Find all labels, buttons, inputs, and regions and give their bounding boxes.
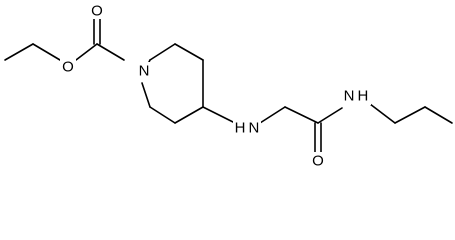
bond-ring-c6-n [141,82,151,108]
atom-label: N H [344,88,369,105]
atom-label: O [91,3,103,20]
bond-ring-n-c2 [149,43,176,61]
atom-amide-nh: N H [341,87,371,105]
bond-nh-propyl-c1 [369,103,396,124]
bond-ring-c5-c6 [149,106,176,124]
atom-amine-nh: H N [233,119,261,137]
bond-carbamate-c-n [96,43,125,61]
bond-ester-o-c [75,43,98,61]
bond-ring-c2-c3 [174,43,204,61]
bond-c4-nh [202,106,236,124]
atom-labels: O O N H N O N H [60,2,371,170]
bond-amide-c-nh [317,107,343,124]
bonds [4,17,453,153]
atom-amide-oxygen: O [310,152,326,170]
atom-label: N [139,63,150,80]
atom-label: H N [235,120,260,137]
bond-ring-c4-c5 [174,106,204,124]
bond-ch2-amide-c [284,106,319,124]
bond-ethyl-ch2-o [32,43,61,61]
atom-label: O [62,59,74,76]
bond-ethyl-ch3-ch2 [4,43,34,61]
molecule-diagram: O O N H N O N H [4,2,453,170]
bond-propyl-c2-c3 [424,106,453,124]
atom-ester-oxygen: O [60,59,76,76]
atom-ring-nitrogen: N [136,62,152,80]
bond-nh-ch2 [259,106,286,124]
atom-carbonyl-oxygen: O [89,2,105,20]
atom-label: O [312,153,324,170]
bond-propyl-c1-c2 [394,106,426,124]
